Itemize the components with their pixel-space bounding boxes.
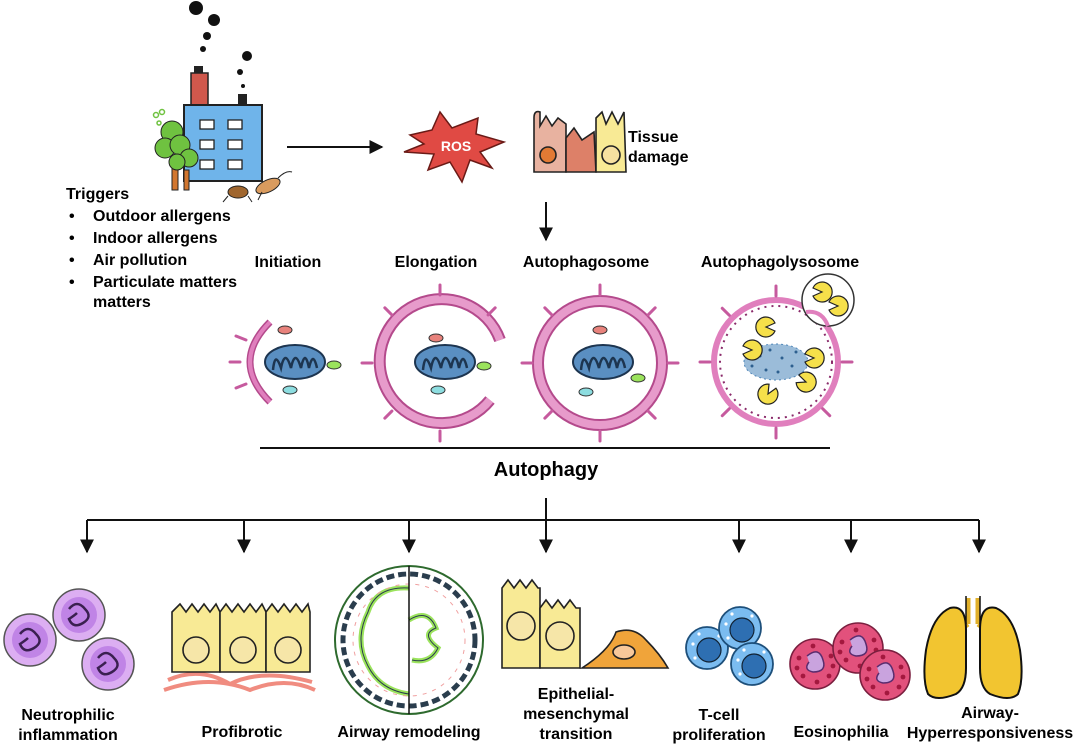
elongation-stage-graphic [360, 283, 506, 443]
outcome-tcell-label-2: proliferation [672, 727, 765, 744]
outcome-profibrotic-label: Profibrotic [202, 724, 283, 741]
insect-icon [222, 171, 293, 203]
ros-burst-icon [403, 110, 507, 184]
emt-cells-icon [501, 578, 670, 669]
airway-cross-section-icon [334, 565, 484, 715]
outcome-ahr-label-1: Airway- [961, 705, 1019, 722]
trigger-item: Outdoor allergens [93, 208, 231, 225]
outcome-branch-arrows [80, 498, 986, 554]
initiation-stage-graphic [228, 319, 342, 405]
outcome-emt-label-1: Epithelial- [538, 686, 614, 703]
smoke-icon [189, 1, 252, 88]
svg-text:•: • [69, 274, 75, 291]
ros-label: ROS [441, 138, 471, 154]
stage-initiation-label: Initiation [255, 254, 322, 271]
trigger-item-continued: matters [93, 294, 151, 311]
damaged-tissue-icon [533, 110, 627, 173]
tissue-label-2: damage [628, 149, 689, 166]
tissue-label-1: Tissue [628, 129, 679, 146]
svg-text:•: • [69, 230, 75, 247]
tree-icon [152, 108, 199, 191]
triggers-list: • Outdoor allergens • Indoor allergens • Ai… [69, 208, 237, 311]
trigger-item: Indoor allergens [93, 230, 218, 247]
trigger-item: Particulate matters [93, 274, 237, 291]
outcome-neutrophilic-label-1: Neutrophilic [21, 707, 114, 724]
svg-text:•: • [69, 252, 75, 269]
autophagosome-stage-graphic [520, 283, 680, 443]
outcome-airway-remodeling-label: Airway remodeling [337, 724, 480, 741]
trigger-item: Air pollution [93, 252, 187, 269]
outcome-neutrophilic-label-2: inflammation [18, 727, 118, 744]
svg-text:•: • [69, 208, 75, 225]
stage-autophagosome-label: Autophagosome [523, 254, 649, 271]
eosinophil-cells-icon [789, 622, 911, 701]
lysosome-icon [801, 273, 855, 327]
outcome-eosinophilia-label: Eosinophilia [793, 724, 888, 741]
outcome-emt-label-2: mesenchymal [523, 706, 629, 723]
factory-icon [183, 66, 263, 182]
outcome-ahr-label-2: Hyperresponsiveness [907, 725, 1073, 742]
neutrophil-cells-icon [2, 587, 136, 692]
stage-elongation-label: Elongation [395, 254, 478, 271]
outcome-tcell-label-1: T-cell [699, 707, 740, 724]
profibrotic-epithelium-icon [163, 602, 316, 693]
t-cells-icon [685, 606, 774, 686]
stage-autophagolysosome-label: Autophagolysosome [701, 254, 859, 271]
autophagolysosome-stage-graphic [698, 273, 855, 440]
autophagy-label: Autophagy [494, 459, 599, 481]
lungs-icon [923, 596, 1023, 699]
triggers-title: Triggers [66, 186, 129, 203]
outcome-emt-label-3: transition [540, 726, 613, 743]
